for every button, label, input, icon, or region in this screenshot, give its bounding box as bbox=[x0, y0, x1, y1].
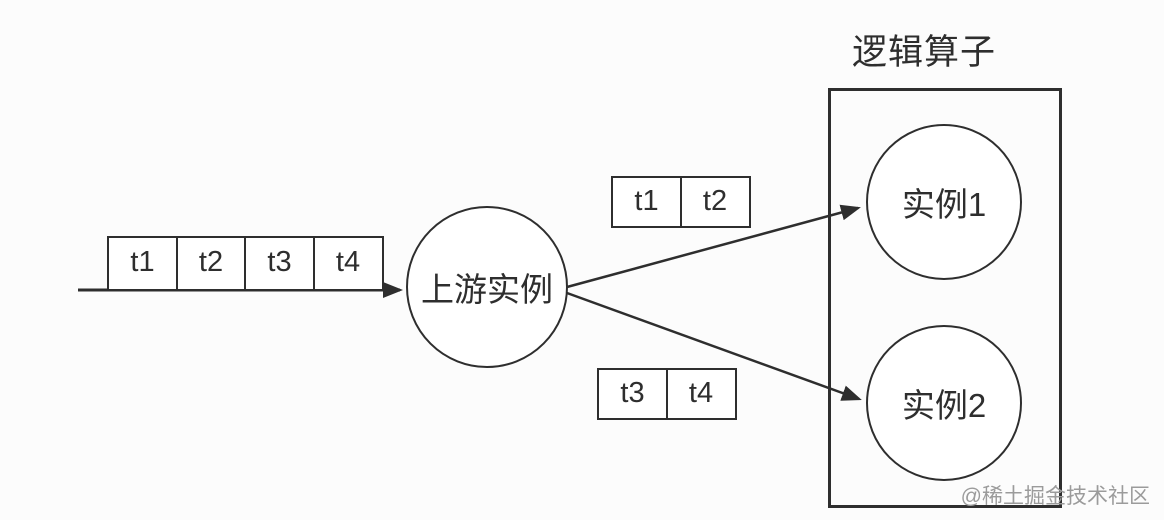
partition-top-cell-t2: t2 bbox=[679, 176, 751, 228]
logical-operator-title: 逻辑算子 bbox=[852, 33, 997, 72]
partition-bottom-boxes: t3 t4 bbox=[597, 368, 737, 420]
upstream-instance-node: 上游实例 bbox=[406, 206, 568, 368]
instance1-label: 实例1 bbox=[901, 186, 987, 223]
instance2-node: 实例2 bbox=[866, 325, 1022, 481]
partition-bottom-cell-t4: t4 bbox=[665, 368, 737, 420]
watermark-text: @稀土掘金技术社区 bbox=[960, 485, 1150, 508]
instance2-label: 实例2 bbox=[901, 387, 987, 424]
stream-cell-t3: t3 bbox=[244, 236, 315, 291]
partition-top-cell-t1: t1 bbox=[611, 176, 682, 228]
upstream-instance-label: 上游实例 bbox=[421, 271, 553, 308]
logical-operator-box bbox=[828, 88, 1062, 508]
stream-cell-t2: t2 bbox=[175, 236, 247, 291]
partition-bottom-cell-t3: t3 bbox=[597, 368, 668, 420]
instance1-node: 实例1 bbox=[866, 124, 1022, 280]
input-stream-boxes: t1 t2 t3 t4 bbox=[107, 236, 384, 291]
stream-cell-t4: t4 bbox=[312, 236, 384, 291]
stream-cell-t1: t1 bbox=[107, 236, 178, 291]
partition-top-boxes: t1 t2 bbox=[611, 176, 751, 228]
arrow-to-instance2 bbox=[566, 291, 862, 401]
arrow-to-instance1 bbox=[566, 204, 861, 289]
